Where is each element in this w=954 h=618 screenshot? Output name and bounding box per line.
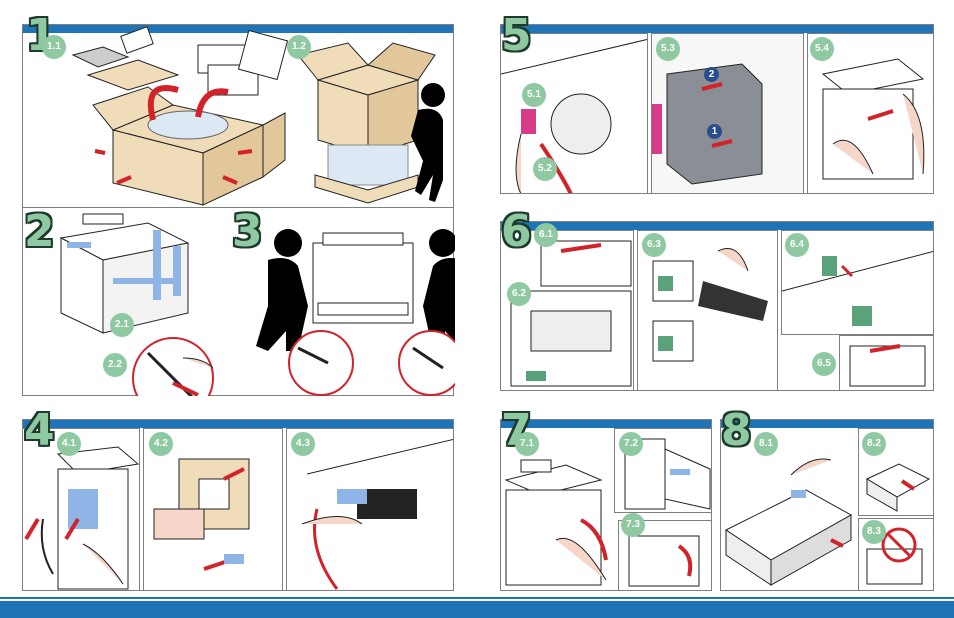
- step-4-1-frame: [22, 428, 140, 591]
- step-4-3-frame: [286, 428, 454, 591]
- person-icon: [411, 83, 445, 202]
- close-side-door-illustration: [628, 535, 700, 587]
- transfer-unit-illustration: [510, 240, 632, 387]
- unpacking-illustration: [71, 26, 445, 206]
- callout-1-badge: 1: [707, 124, 722, 139]
- step-7-3-badge: 7.3: [621, 513, 645, 537]
- printer-icon: [59, 213, 190, 334]
- step-2-1-badge: 2.1: [110, 313, 134, 337]
- close-top-illustration: [849, 344, 926, 387]
- toner-lever-illustration: [501, 38, 647, 193]
- step-2-2-badge: 2.2: [103, 353, 127, 377]
- step-6-3-badge: 6.3: [642, 233, 666, 257]
- bottom-band: [0, 601, 954, 618]
- foam-pieces-icon: [71, 26, 289, 96]
- lifted-box-icon: [297, 42, 436, 204]
- step-1-2-badge: 1.2: [287, 35, 311, 59]
- step-4-header-bar: [23, 420, 453, 428]
- toner-shield-illustration: [301, 438, 453, 590]
- step-5-2-badge: 5.2: [533, 157, 557, 181]
- step-5-1-frame: [500, 33, 648, 194]
- step-4-2-frame: [143, 428, 283, 591]
- step-8-3-frame: [858, 518, 934, 591]
- step-4-number: 4: [24, 405, 55, 456]
- step-6-1-badge: 6.1: [534, 223, 558, 247]
- step-2-3-panel: [22, 208, 455, 396]
- step-4-2-badge: 4.2: [149, 432, 173, 456]
- step-5-number: 5: [501, 10, 532, 61]
- step-7-header-bar: [501, 420, 711, 428]
- printer-lift-illustration: [59, 213, 455, 396]
- lift-detail-icons: [288, 330, 455, 396]
- step-6-4-badge: 6.4: [785, 233, 809, 257]
- step-8-3-badge: 8.3: [862, 520, 886, 544]
- load-paper-illustration: [865, 463, 931, 512]
- step-6-3-frame: [637, 230, 778, 391]
- step-8-header-bar: [721, 420, 933, 428]
- step-5-4-badge: 5.4: [810, 37, 834, 61]
- step-8-1-badge: 8.1: [754, 432, 778, 456]
- step-6-5-frame: [839, 335, 934, 391]
- step-5-header-bar: [501, 25, 933, 33]
- handle-detail-icon: [132, 337, 214, 396]
- front-door-illustration: [24, 446, 139, 590]
- step-5-1-badge: 5.1: [522, 83, 546, 107]
- step-6-2-badge: 6.2: [507, 282, 531, 306]
- no-overfill-illustration: [866, 527, 923, 585]
- fuser-illustration: [652, 248, 768, 362]
- step-2-number: 2: [24, 206, 55, 257]
- tape-removal-illustration: [153, 458, 250, 571]
- step-6-5-badge: 6.5: [812, 352, 836, 376]
- step-8-2-badge: 8.2: [862, 432, 886, 456]
- step-7-1-badge: 7.1: [515, 432, 539, 456]
- step-4-3-badge: 4.3: [291, 432, 315, 456]
- step-6-number: 6: [501, 206, 532, 257]
- step-4-1-badge: 4.1: [57, 432, 81, 456]
- paper-tray-illustration: [725, 458, 853, 586]
- step-7-2-badge: 7.2: [619, 432, 643, 456]
- no-symbol-icon: [881, 527, 917, 563]
- step-8-2-frame: [858, 428, 934, 516]
- step-1-1-badge: 1.1: [42, 35, 66, 59]
- step-6-1-frame: [500, 230, 634, 391]
- bottom-rule: [0, 597, 954, 599]
- open-box-icon: [92, 85, 286, 206]
- step-1-panel: [22, 24, 454, 208]
- person-icon: [256, 229, 455, 351]
- printer-side-door-illustration: [504, 459, 608, 586]
- callout-2-badge: 2: [704, 67, 719, 82]
- step-3-number: 3: [232, 206, 263, 257]
- step-5-4-frame: [807, 33, 934, 194]
- printer-icon: [312, 232, 414, 324]
- step-5-3-badge: 5.3: [656, 37, 680, 61]
- fuser-latch-illustration: [782, 251, 933, 326]
- close-cover-illustration: [821, 58, 925, 180]
- step-1-header-bar: [23, 25, 453, 33]
- step-8-number: 8: [721, 405, 752, 456]
- step-6-header-bar: [501, 222, 933, 230]
